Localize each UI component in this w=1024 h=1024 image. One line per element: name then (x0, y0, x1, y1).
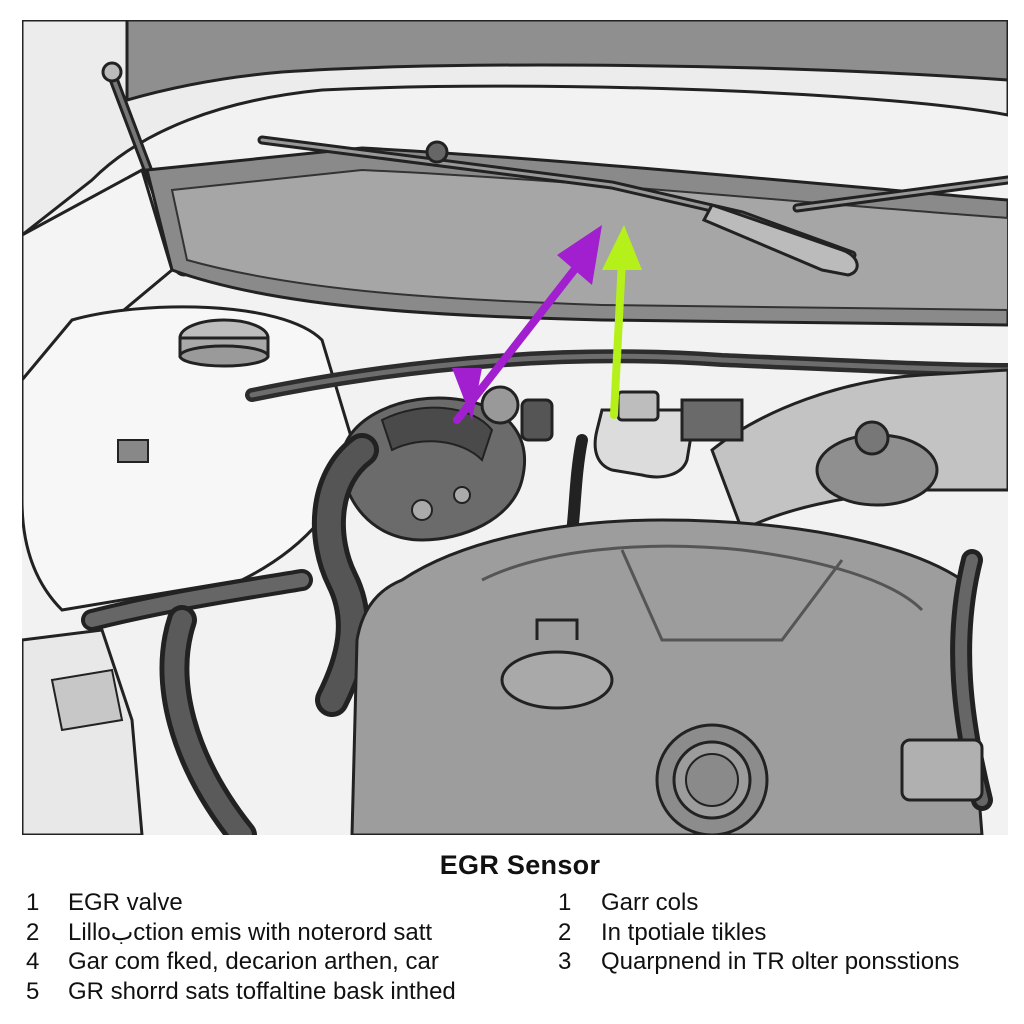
windshield (125, 20, 1008, 102)
legend-number: 2 (558, 918, 572, 946)
figure-caption: EGR Sensor 1 EGR valve 2 Lilloبction emis … (0, 846, 1024, 1024)
legend-number: 1 (558, 889, 572, 916)
legend-item: 1 EGR valve (26, 888, 456, 918)
legend-item: 1 Garr cols (558, 888, 959, 918)
caption-title: EGR Sensor (439, 850, 601, 880)
legend-left: 1 EGR valve 2 Lilloبction emis with notero… (26, 888, 456, 1006)
legend-number: 3 (558, 948, 572, 975)
engine-cover-oval (500, 650, 614, 710)
egr-valve-assembly (340, 385, 554, 542)
legend-item: 2 Lilloبction emis with noterord satt (26, 918, 456, 948)
wiper-arm-right (792, 175, 1008, 213)
reservoir-cap (178, 318, 270, 368)
legend-item: 3 Quarpnend in TR olter ponsstions (558, 947, 959, 977)
legend-text: Gar com fked, decarion arthen, car (68, 948, 439, 975)
legend-right: 1 Garr cols 2 In tpotiale tikles 3 Quarpnen… (558, 888, 959, 977)
legend-item: 5 GR shorrd sats toffaltine bask inthed (26, 977, 456, 1007)
legend-number: 1 (26, 889, 40, 916)
legend-text: EGR valve (68, 889, 183, 916)
legend-number: 2 (26, 918, 40, 946)
legend-item: 4 Gar com fked, decarion arthen, car (26, 947, 456, 977)
callout-arrow-lime (602, 225, 642, 419)
legend-text: Garr cols (601, 889, 699, 916)
legend-text: Lilloبction emis with noterord satt (68, 918, 433, 946)
legend-number: 5 (26, 977, 40, 1005)
wiper-arm-left (257, 135, 859, 277)
callout-arrow-purple (452, 225, 602, 424)
legend-number: 4 (26, 948, 40, 975)
egr-sensor (593, 390, 744, 479)
engine-cover (350, 518, 984, 835)
oil-filler-cap (655, 723, 769, 835)
legend-text: Quarpnend in TR olter ponsstions (601, 948, 960, 975)
engine-bay-illustration (22, 20, 1008, 835)
left-fender (22, 167, 174, 382)
legend-item: 2 In tpotiale tikles (558, 918, 959, 948)
legend-text: In tpotiale tikles (601, 918, 767, 946)
legend-text: GR shorrd sats toffaltine bask inthed (68, 977, 456, 1005)
